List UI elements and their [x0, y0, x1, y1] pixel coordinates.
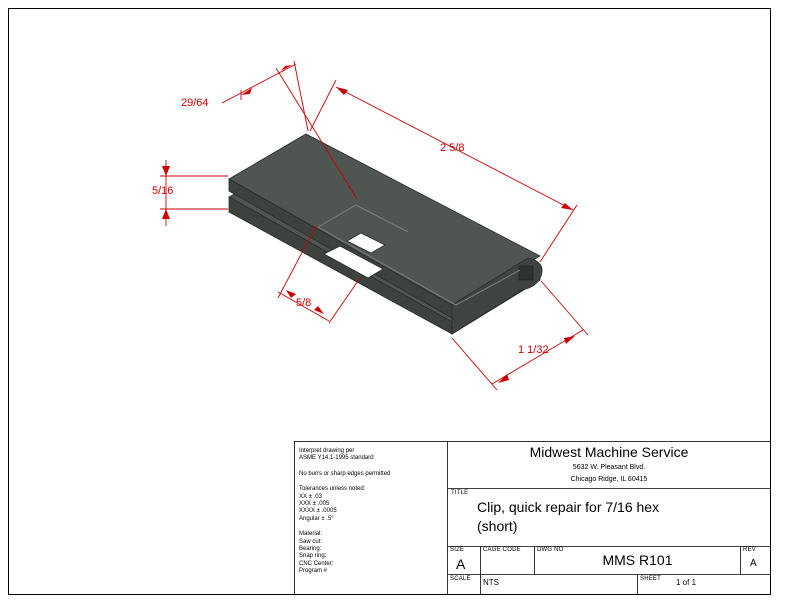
- size-label: SIZE: [450, 547, 465, 553]
- drawing-title-line-2: (short): [477, 518, 518, 534]
- note-standard: ASME Y14.1-1995 standard: [299, 455, 374, 462]
- drawing-notes: Interpret drawing per ASME Y14.1-1995 st…: [299, 448, 390, 576]
- note-material: Material:: [299, 531, 323, 538]
- dimension-lines: [160, 60, 589, 391]
- scale-value: NTS: [483, 578, 499, 587]
- note-bearing: Bearing:: [299, 546, 322, 553]
- dim-label-5-8: 5/8: [296, 297, 312, 309]
- drawing-title-line-1: Clip, quick repair for 7/16 hex: [477, 499, 660, 515]
- note-program: Program #: [299, 568, 328, 575]
- title-block-grid: [294, 441, 771, 595]
- note-burrs: No burrs or sharp edges permitted: [299, 470, 391, 477]
- rev-label: REV: [743, 547, 756, 553]
- dim-2-5-8-line: [335, 86, 574, 211]
- scale-label: SCALE: [450, 576, 471, 582]
- company-address-1: 5632 W. Pleasant Blvd.: [572, 464, 646, 471]
- sheet-label: SHEET: [640, 576, 662, 582]
- rev-value: A: [750, 558, 757, 569]
- dim-5-8-line: [277, 291, 330, 322]
- cutout-lower: [323, 245, 384, 279]
- clip-part: [228, 133, 543, 335]
- dwg-no-label: DWG NO: [537, 547, 564, 553]
- size-value: A: [456, 556, 466, 572]
- hinge-slot: [518, 265, 534, 281]
- cage-code-label: CAGE CODE: [483, 547, 521, 553]
- dim-label-1-1-32: 1 1/32: [518, 344, 549, 356]
- note-tolerances: Tolerances unless noted:: [299, 486, 366, 493]
- sheet-value: 1 of 1: [676, 578, 697, 587]
- title-label: TITLE: [451, 490, 469, 496]
- note-snap-ring: Snap ring:: [299, 553, 327, 560]
- company-address-2: Chicago Ridge, IL 60415: [570, 476, 648, 483]
- note-tol-xx: XX ± .03: [299, 493, 322, 500]
- dwg-no-value: MMS R101: [602, 552, 673, 568]
- company-name: Midwest Machine Service: [529, 444, 689, 460]
- note-tol-xxxx: XXXX ± .0005: [299, 508, 337, 515]
- upper-plate-groove: [317, 204, 409, 233]
- dim-label-2-5-8: 2 5/8: [440, 142, 465, 154]
- note-tol-xxx: XXX ± .005: [299, 501, 330, 508]
- note-cnc-center: CNC Center:: [299, 560, 334, 567]
- dim-label-29-64: 29/64: [181, 97, 209, 109]
- note-tol-angular: Angular ± .5°: [299, 515, 334, 522]
- note-interpret: Interpret drawing per: [299, 448, 355, 454]
- dim-label-5-16: 5/16: [152, 185, 174, 197]
- cutout-upper: [346, 232, 386, 254]
- dim-29-64-line: [221, 63, 297, 104]
- upper-plate-groove-long: [317, 226, 521, 306]
- dim-29-64-arrow: [241, 88, 252, 95]
- note-saw-cut: Saw cut:: [299, 538, 323, 545]
